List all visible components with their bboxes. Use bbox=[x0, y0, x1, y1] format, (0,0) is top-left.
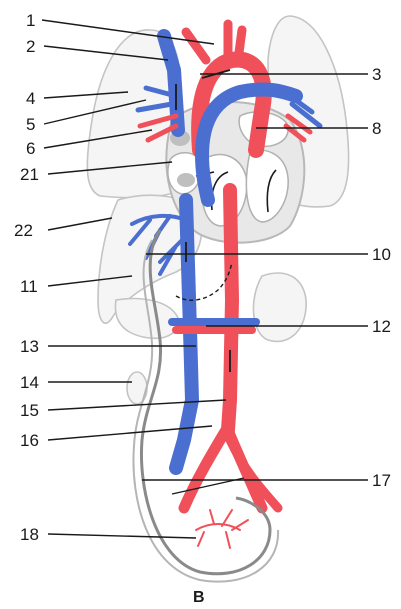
callout-13: 13 bbox=[20, 337, 39, 356]
callout-21: 21 bbox=[20, 165, 39, 184]
callout-22: 22 bbox=[14, 221, 33, 240]
foramen-ovale bbox=[177, 173, 195, 187]
stomach bbox=[253, 273, 306, 341]
callout-18: 18 bbox=[20, 525, 39, 544]
callout-11: 11 bbox=[20, 277, 38, 296]
descending-aorta bbox=[228, 190, 232, 430]
umbilical-cord bbox=[141, 230, 270, 574]
callout-16: 16 bbox=[20, 431, 39, 450]
callout-1: 1 bbox=[26, 11, 35, 30]
callout-8: 8 bbox=[372, 119, 381, 138]
aortic-branch-1 bbox=[186, 32, 206, 60]
callout-10: 10 bbox=[372, 245, 391, 264]
callout-3: 3 bbox=[372, 65, 381, 84]
callout-15: 15 bbox=[20, 401, 39, 420]
callout-5: 5 bbox=[26, 115, 35, 134]
callout-12: 12 bbox=[372, 317, 391, 336]
aortic-branch-3 bbox=[238, 30, 242, 60]
placenta-vessels bbox=[196, 510, 248, 548]
callout-17: 17 bbox=[372, 471, 391, 490]
panel-label: B bbox=[193, 589, 205, 606]
callout-14: 14 bbox=[20, 373, 39, 392]
callout-2: 2 bbox=[26, 37, 35, 56]
callout-4: 4 bbox=[26, 89, 35, 108]
callout-6: 6 bbox=[26, 139, 35, 158]
